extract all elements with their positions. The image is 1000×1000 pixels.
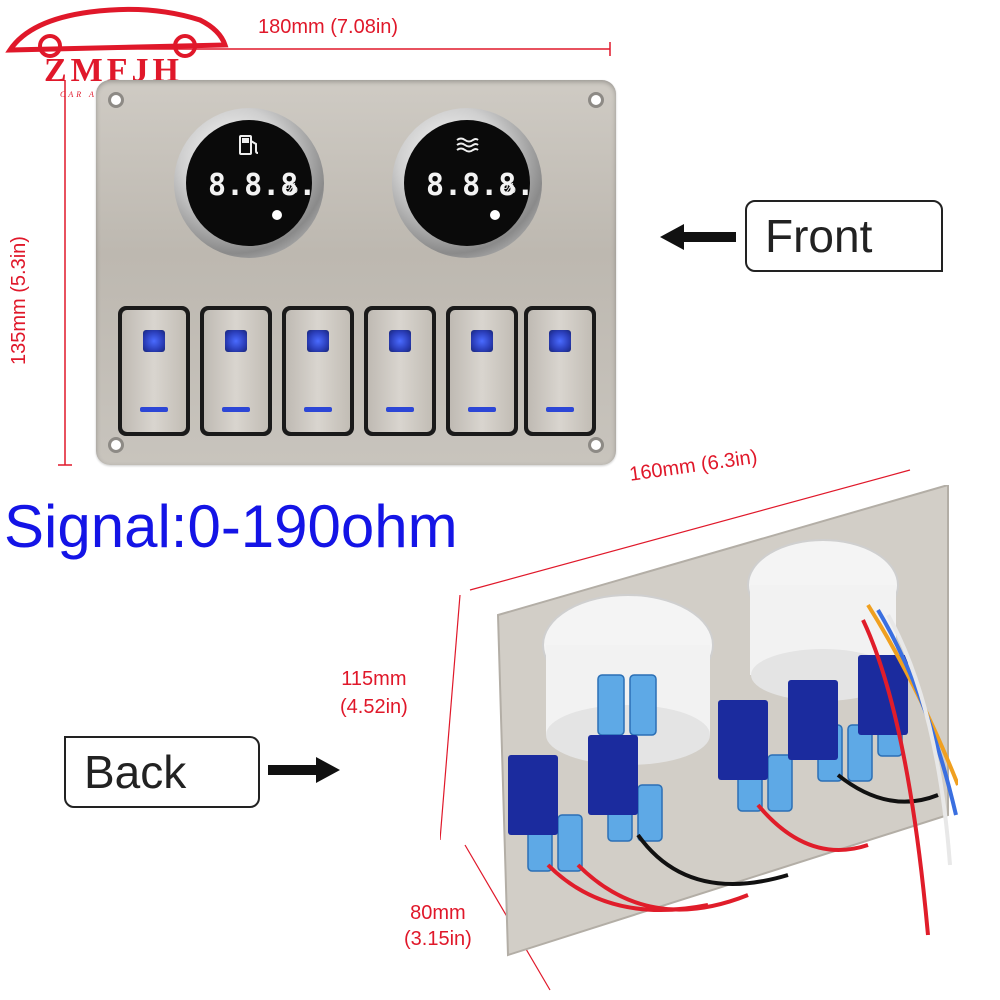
rocker-switch[interactable] [282,306,354,436]
led-indicator-icon [225,330,247,352]
led-indicator-icon [549,330,571,352]
screw-hole [588,437,604,453]
gauge-reading: 8.8.8. [208,168,317,203]
back-depth-mm: 80mm [410,902,466,924]
led-indicator-icon [471,330,493,352]
led-indicator-icon [307,330,329,352]
back-panel-illustration [496,485,958,957]
fuel-pump-icon [239,135,259,155]
back-depth-label: 80mm (3.15in) [404,900,472,952]
screw-hole [108,92,124,108]
fuel-gauge: 8.8.8. % [174,108,324,258]
car-silhouette-icon [5,6,229,58]
screw-hole [108,437,124,453]
front-width-label: 180mm (7.08in) [258,16,399,38]
arrow-right-icon [268,757,340,783]
signal-spec: Signal:0-190ohm [4,493,458,560]
rocker-switch[interactable] [200,306,272,436]
back-label: Back [64,736,260,808]
front-label: Front [745,200,943,272]
rocker-switch[interactable] [446,306,518,436]
back-height-mm: 115mm [341,668,407,690]
rocker-switch[interactable] [118,306,190,436]
water-level-icon [456,137,479,153]
height-dimension-line [58,80,72,466]
back-depth-in: (3.15in) [404,928,472,950]
rocker-switch[interactable] [524,306,596,436]
width-dimension-line [60,42,611,56]
switch-led-bar [222,407,250,412]
front-panel: 8.8.8. % 8.8.8. % [96,80,616,465]
switch-led-bar [140,407,168,412]
switch-led-bar [304,407,332,412]
water-gauge: 8.8.8. % [392,108,542,258]
gauge-reading: 8.8.8. [426,168,535,203]
arrow-left-icon [660,224,736,250]
rocker-switch[interactable] [364,306,436,436]
gauge-indicator-dot [490,210,500,220]
back-height-label: 115mm (4.52in) [340,665,408,721]
gauge-indicator-dot [272,210,282,220]
led-indicator-icon [143,330,165,352]
back-height-in: (4.52in) [340,696,408,718]
switch-led-bar [468,407,496,412]
gauge-unit: % [284,180,298,197]
switch-led-bar [386,407,414,412]
led-indicator-icon [389,330,411,352]
front-height-label: 135mm (5.3in) [8,236,30,365]
gauge-unit: % [502,180,516,197]
switch-led-bar [546,407,574,412]
screw-hole [588,92,604,108]
